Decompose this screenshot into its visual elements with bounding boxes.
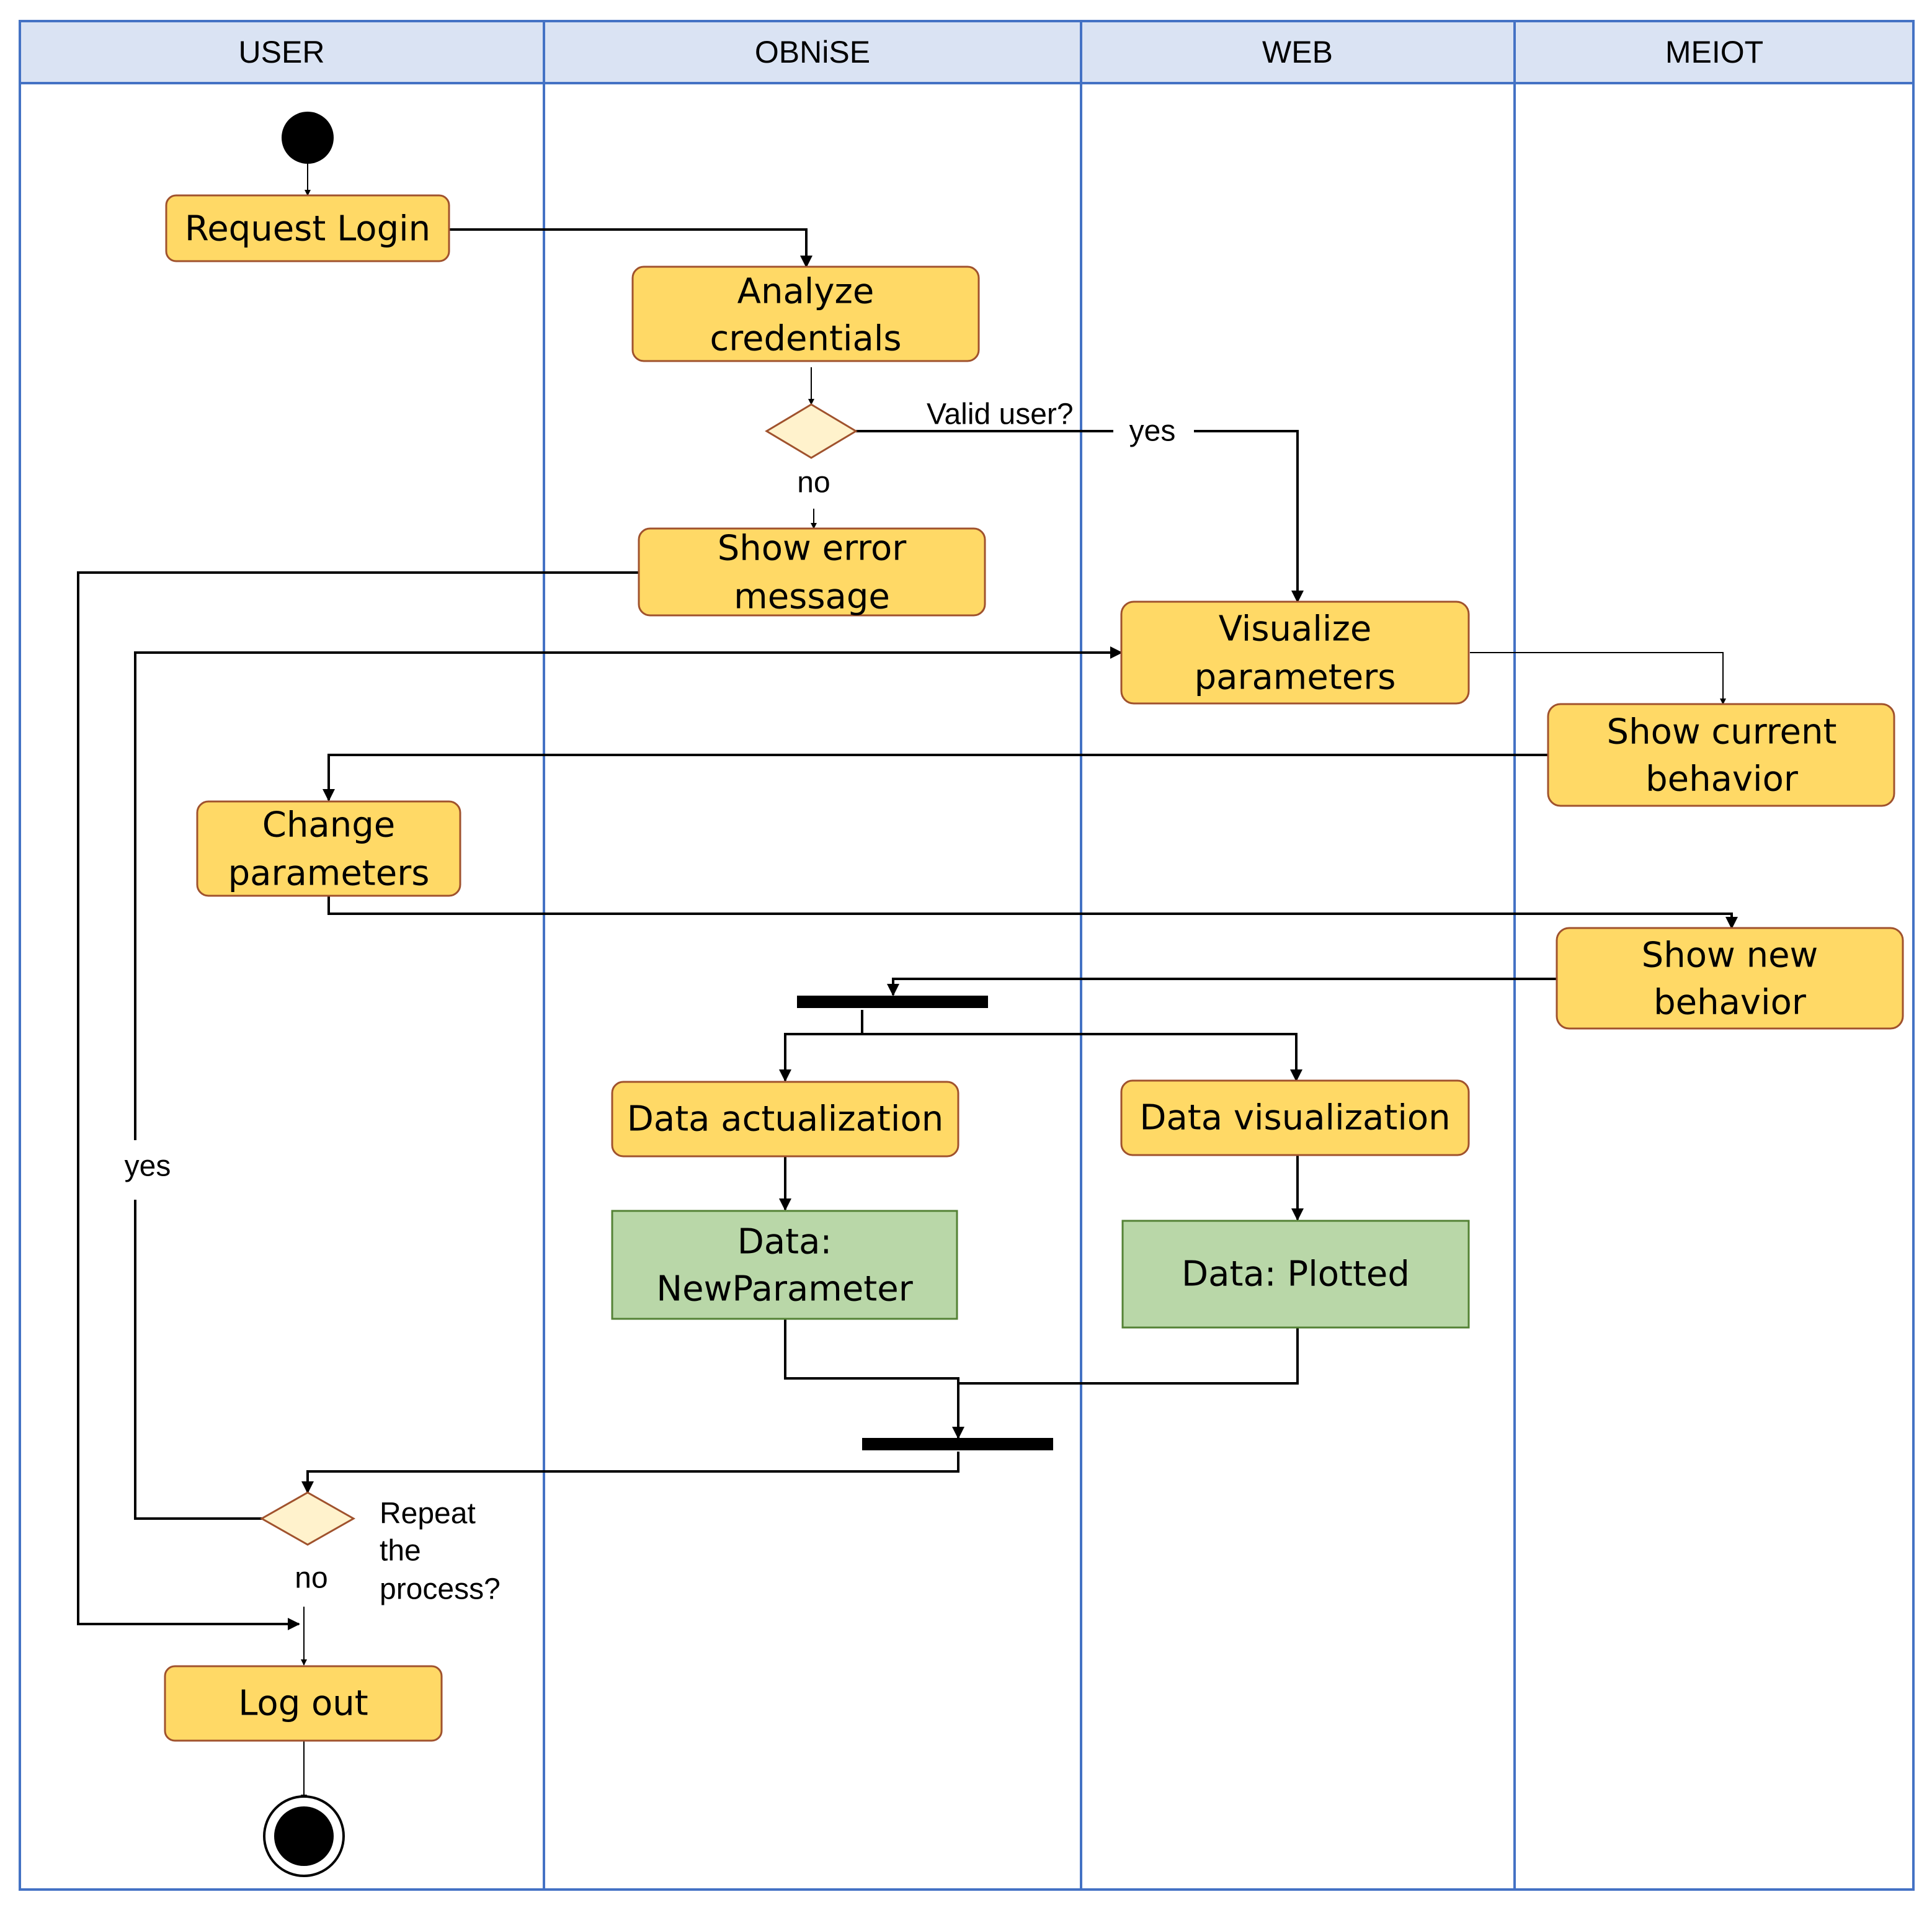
action-show-current-line2: behavior — [1645, 759, 1799, 800]
action-analyze-credentials-line1: Analyze — [737, 272, 875, 312]
object-new-parameter-line2: NewParameter — [656, 1269, 913, 1310]
action-data-actualization: Data actualization — [611, 1081, 959, 1158]
edge-new-to-fork — [887, 978, 1557, 996]
label-repeat-line2: the — [380, 1535, 421, 1568]
edge-login-to-analyze — [449, 228, 812, 268]
edge-newparam-to-join — [784, 1319, 964, 1439]
action-log-out-text: Log out — [238, 1684, 368, 1724]
action-analyze-credentials: Analyze credentials — [631, 266, 980, 362]
lane-title-web: WEB — [1262, 35, 1333, 69]
label-yes-valid: yes — [1129, 415, 1176, 448]
action-data-visualization-text: Data visualization — [1139, 1098, 1450, 1138]
action-show-new-line1: Show new — [1642, 935, 1818, 976]
object-plotted-text: Data: Plotted — [1182, 1254, 1410, 1295]
action-data-actualization-text: Data actualization — [627, 1099, 943, 1140]
action-analyze-credentials-line2: credentials — [710, 319, 901, 359]
action-log-out: Log out — [164, 1665, 443, 1742]
decision-repeat — [259, 1491, 356, 1546]
action-request-login: Request Login — [165, 194, 450, 262]
initial-node — [282, 112, 334, 164]
lane-title-meiot: MEIOT — [1665, 35, 1763, 69]
edge-decision-yes — [856, 430, 1298, 602]
action-change-parameters-line2: parameters — [228, 854, 430, 894]
edge-change-to-new — [327, 896, 1738, 929]
action-show-error: Show error message — [638, 527, 986, 617]
edge-join-to-decision — [301, 1452, 959, 1494]
lane-web — [1080, 20, 1516, 1891]
action-visualize-parameters-line1: Visualize — [1219, 609, 1372, 649]
lane-header-web — [1080, 20, 1516, 84]
action-show-error-line2: message — [734, 577, 890, 617]
edge-fork-to-visualization — [862, 1033, 1302, 1082]
connectors — [77, 163, 1738, 1801]
label-repeat-line1: Repeat — [380, 1497, 476, 1530]
edge-fork-to-actualization — [779, 1010, 863, 1082]
action-show-current-behavior: Show current behavior — [1547, 703, 1895, 807]
action-show-new-line2: behavior — [1654, 983, 1807, 1023]
decision-valid-user — [765, 403, 858, 459]
label-repeat-line3: process? — [380, 1573, 501, 1606]
action-show-new-behavior: Show new behavior — [1556, 927, 1904, 1030]
action-data-visualization: Data visualization — [1120, 1079, 1470, 1156]
lane-header-user — [19, 20, 545, 84]
object-plotted: Data: Plotted — [1121, 1220, 1470, 1329]
action-visualize-parameters-line2: parameters — [1195, 658, 1396, 698]
label-no-repeat: no — [295, 1562, 327, 1595]
action-change-parameters-line1: Change — [262, 805, 395, 846]
label-no-valid: no — [797, 466, 830, 499]
action-show-current-line1: Show current — [1607, 712, 1837, 752]
object-new-parameter: Data: NewParameter — [611, 1210, 958, 1320]
edge-error-to-logout — [77, 571, 639, 1630]
action-show-error-line1: Show error — [718, 529, 907, 569]
lane-user — [19, 20, 545, 1891]
edge-plotted-to-join — [958, 1328, 1299, 1385]
final-node — [274, 1806, 334, 1866]
label-valid-user: Valid user? — [927, 398, 1074, 431]
object-new-parameter-line1: Data: — [737, 1222, 832, 1262]
action-request-login-text: Request Login — [185, 209, 430, 249]
fork-bar — [797, 996, 988, 1008]
lane-title-obnise: OBNiSE — [755, 35, 870, 69]
edge-current-to-change — [323, 754, 1549, 801]
action-change-parameters: Change parameters — [196, 800, 461, 897]
label-yes-repeat: yes — [125, 1150, 171, 1183]
lane-title-user: USER — [239, 35, 325, 69]
action-visualize-parameters: Visualize parameters — [1120, 600, 1470, 705]
join-bar — [862, 1438, 1053, 1450]
edge-repeat-yes — [134, 653, 1121, 1520]
edge-visualize-to-current — [1470, 652, 1726, 705]
lane-header-meiot — [1513, 20, 1915, 84]
lane-header-obnise — [543, 20, 1082, 84]
